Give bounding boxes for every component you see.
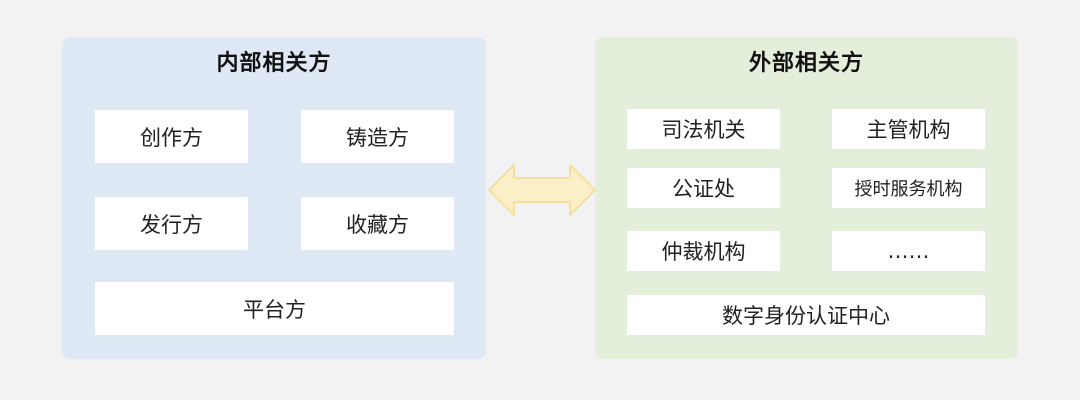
external-item-notary: 公证处 [627,168,780,208]
external-item-timestamp-service: 授时服务机构 [832,168,985,208]
internal-item-creator: 创作方 [95,110,248,163]
double-arrow-icon [488,164,596,216]
external-item-judiciary: 司法机关 [627,109,780,149]
external-item-digital-identity-center: 数字身份认证中心 [627,295,985,335]
internal-item-minter: 铸造方 [301,110,454,163]
external-item-regulator: 主管机构 [832,109,985,149]
external-stakeholders-panel: 外部相关方 司法机关 主管机构 公证处 授时服务机构 仲裁机构 …… 数字身份认… [595,37,1018,359]
internal-item-platform: 平台方 [95,282,454,335]
external-item-arbitration: 仲裁机构 [627,231,780,271]
external-panel-title: 外部相关方 [748,51,864,76]
internal-item-issuer: 发行方 [95,197,248,250]
internal-panel-title: 内部相关方 [216,51,332,76]
external-item-ellipsis: …… [832,231,985,271]
internal-stakeholders-panel: 内部相关方 创作方 铸造方 发行方 收藏方 平台方 [62,37,486,359]
internal-item-collector: 收藏方 [301,197,454,250]
